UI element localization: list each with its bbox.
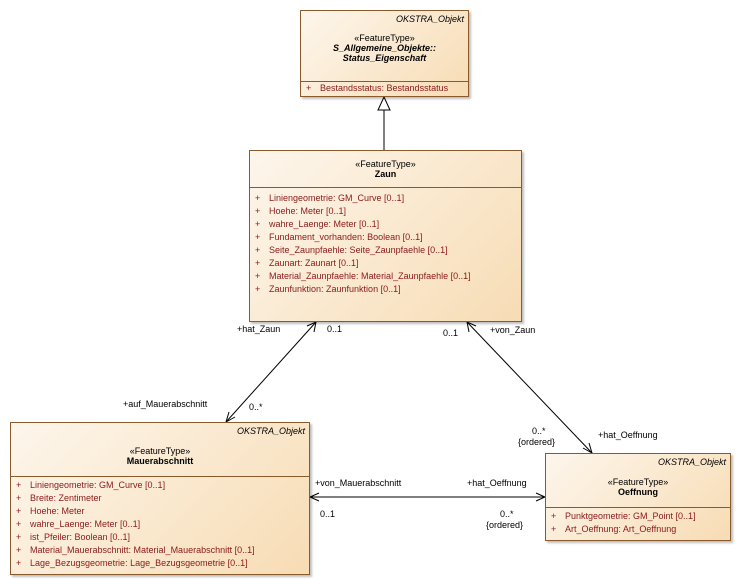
multiplicity-label: 0..* — [249, 402, 263, 412]
attribute-row[interactable]: +Hoehe: Meter — [16, 506, 85, 516]
class-mauerabschnitt[interactable]: OKSTRA_Objekt «FeatureType» Mauerabschni… — [10, 422, 310, 575]
class-zaun[interactable]: «FeatureType» Zaun +Liniengeometrie: GM_… — [249, 150, 522, 322]
class-name: Mauerabschnitt — [126, 456, 194, 466]
attribute-row[interactable]: +wahre_Laenge: Meter [0..1] — [255, 219, 380, 229]
attribute-row[interactable]: +Hoehe: Meter [0..1] — [255, 206, 347, 216]
attribute-row[interactable]: +Fundament_vorhanden: Boolean [0..1] — [255, 232, 423, 242]
role-label-auf-mauerabschnitt: +auf_Mauerabschnitt — [123, 399, 208, 409]
association-zaun-mauerabschnitt[interactable] — [225, 321, 317, 423]
attribute-row[interactable]: +Punktgeometrie: GM_Point [0..1] — [551, 511, 696, 521]
attribute-row[interactable]: +Breite: Zentimeter — [16, 493, 102, 503]
arrowhead-zaun-end-2 — [466, 321, 477, 333]
stereotype-label: «FeatureType» — [129, 446, 191, 456]
association-zaun-oeffnung[interactable] — [466, 321, 593, 454]
multiplicity-label: 0..1 — [443, 328, 459, 338]
class-name: Oeffnung — [618, 487, 658, 497]
multiplicity-label: 0..1 — [327, 324, 343, 334]
role-label-von-mauerabschnitt: +von_Mauerabschnitt — [315, 478, 402, 488]
attribute-row[interactable]: +Liniengeometrie: GM_Curve [0..1] — [255, 193, 405, 203]
package-label: OKSTRA_Objekt — [395, 14, 464, 24]
attribute-row[interactable]: +Material_Mauerabschnitt: Material_Mauer… — [16, 545, 255, 555]
attribute-row[interactable]: +Material_Zaunpfaehle: Material_Zaunpfae… — [255, 271, 471, 281]
multiplicity-label: 0..* — [532, 426, 546, 436]
attribute-row[interactable]: +Bestandsstatus: Bestandsstatus — [306, 83, 449, 93]
attribute-list: +Liniengeometrie: GM_Curve [0..1] +Breit… — [11, 479, 309, 570]
ordered-label: {ordered} — [486, 520, 524, 530]
role-label-von-zaun: +von_Zaun — [490, 325, 536, 335]
attribute-row[interactable]: +Art_Oeffnung: Art_Oeffnung — [551, 524, 677, 534]
ordered-label: {ordered} — [518, 437, 556, 447]
class-name-line2: Status_Eigenschaft — [342, 53, 427, 63]
role-label-hat-zaun: +hat_Zaun — [237, 324, 281, 334]
class-oeffnung[interactable]: OKSTRA_Objekt «FeatureType» Oeffnung +Pu… — [545, 453, 731, 541]
multiplicity-label: 0..1 — [320, 509, 336, 519]
class-status-eigenschaft[interactable]: OKSTRA_Objekt «FeatureType» S_Allgemeine… — [300, 10, 469, 97]
attribute-row[interactable]: +Seite_Zaunpfaehle: Seite_Zaunpfaehle [0… — [255, 245, 448, 255]
attribute-list: +Liniengeometrie: GM_Curve [0..1] +Hoehe… — [250, 192, 521, 296]
attribute-row[interactable]: +Zaunfunktion: Zaunfunktion [0..1] — [255, 284, 401, 294]
stereotype-label: «FeatureType» — [355, 159, 416, 169]
arrowhead-zaun-end — [306, 321, 317, 333]
multiplicity-label: 0..* — [500, 509, 514, 519]
attribute-list: +Bestandsstatus: Bestandsstatus — [301, 82, 468, 95]
stereotype-label: «FeatureType» — [607, 477, 669, 487]
attribute-row[interactable]: +Liniengeometrie: GM_Curve [0..1] — [16, 480, 166, 490]
attribute-row[interactable]: +wahre_Laenge: Meter [0..1] — [16, 519, 141, 529]
role-label-hat-oeffnung: +hat_Oeffnung — [467, 478, 527, 488]
attribute-list: +Punktgeometrie: GM_Point [0..1] +Art_Oe… — [546, 510, 730, 536]
attribute-row[interactable]: +ist_Pfeiler: Boolean [0..1] — [16, 532, 131, 542]
package-label: OKSTRA_Objekt — [657, 457, 726, 467]
attribute-row[interactable]: +Lage_Bezugsgeometrie: Lage_Bezugsgeomet… — [16, 558, 248, 568]
class-name: S_Allgemeine_Objekte:: — [332, 43, 437, 53]
generalization-arrowhead — [377, 95, 391, 111]
class-name: Zaun — [374, 169, 397, 179]
role-label-hat-oeffnung: +hat_Oeffnung — [598, 430, 658, 440]
arrowhead-mauerabschnitt-end-2 — [308, 492, 320, 502]
attribute-row[interactable]: +Zaunart: Zaunart [0..1] — [255, 258, 359, 268]
package-label: OKSTRA_Objekt — [236, 426, 305, 436]
stereotype-label: «FeatureType» — [354, 33, 415, 43]
